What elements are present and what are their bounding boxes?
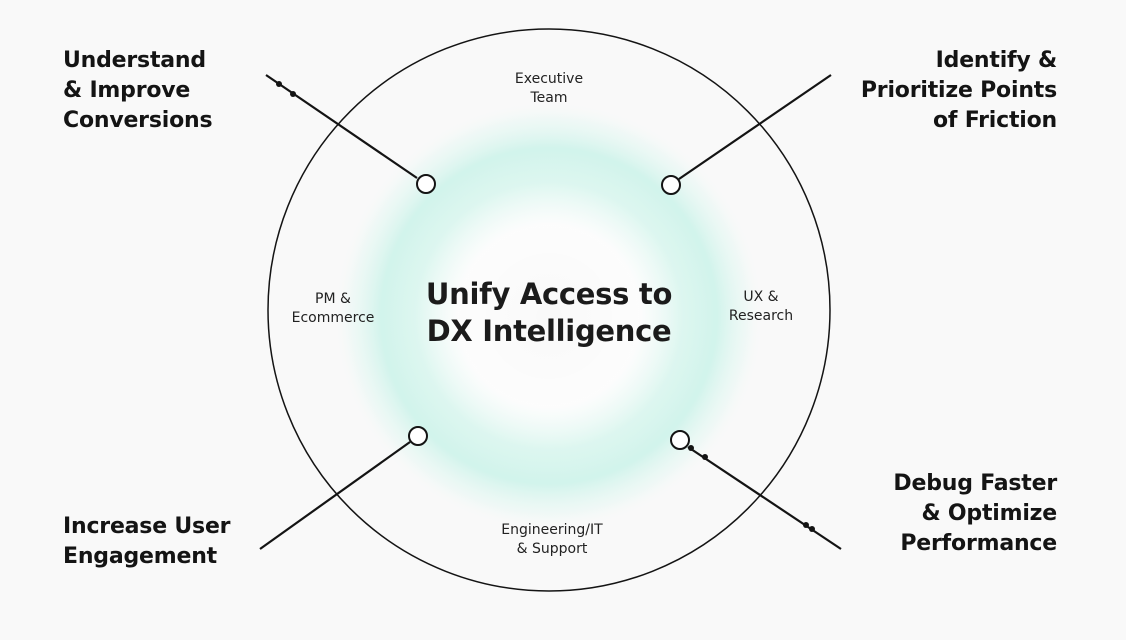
connector-dot xyxy=(290,91,296,97)
connector-node-bottom-right xyxy=(670,430,690,450)
connector-node-top-right xyxy=(661,175,681,195)
center-title: Unify Access to DX Intelligence xyxy=(425,277,673,348)
connector-dot xyxy=(276,81,282,87)
team-label-left: PM & Ecommerce xyxy=(291,291,375,326)
team-label-bottom: Engineering/IT & Support xyxy=(501,522,603,557)
connector-bottom-right xyxy=(670,430,842,550)
connector-dot xyxy=(688,445,694,451)
team-label-top: Executive Team xyxy=(514,71,584,106)
outcome-bottom-left: Increase User Engagement xyxy=(63,514,231,569)
outer-circle xyxy=(267,28,831,592)
outcome-top-right: Identify & Prioritize Points of Friction xyxy=(860,48,1057,133)
connector-top-right xyxy=(661,74,832,195)
outcome-bottom-right: Debug Faster & Optimize Performance xyxy=(893,471,1057,556)
connector-dot xyxy=(803,522,809,528)
team-label-right: UX & Research xyxy=(728,289,794,324)
connector-dot xyxy=(809,526,815,532)
outcome-top-left: Understand & Improve Conversions xyxy=(63,48,213,133)
connector-node-top-left xyxy=(416,174,436,194)
connector-dot xyxy=(702,454,708,460)
connector-bottom-left xyxy=(259,426,428,550)
glow-ring xyxy=(334,101,764,531)
connector-top-left xyxy=(265,74,436,194)
connector-node-bottom-left xyxy=(408,426,428,446)
